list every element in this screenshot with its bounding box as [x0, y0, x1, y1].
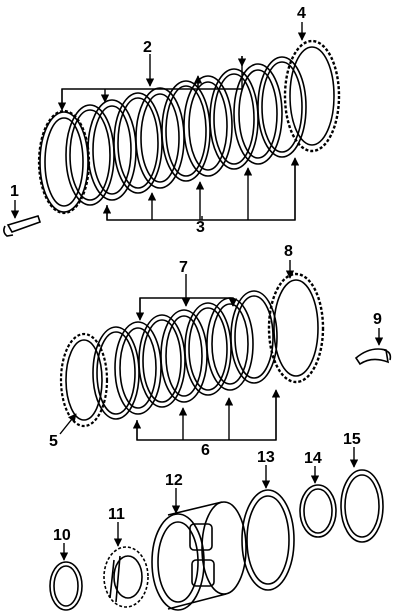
lower-pack-plate-inner — [96, 331, 136, 415]
lower-pack-disc-inner — [65, 339, 103, 421]
lower-pack-disc — [114, 321, 162, 415]
callout-14: 14 — [304, 450, 322, 467]
upper-pack-plate-inner — [117, 97, 159, 189]
part-15-ring: 15 — [340, 431, 384, 543]
upper-pack-disc — [39, 111, 89, 213]
callout-8: 8 — [284, 243, 293, 260]
part-1-clip — [3, 215, 42, 237]
callout-5: 5 — [49, 433, 58, 450]
callout-1: 1 — [10, 183, 19, 200]
callout-15: 15 — [343, 431, 361, 448]
part-13-ring: 13 — [241, 449, 295, 591]
upper-clutch-pack: 2 3 4 1 — [10, 5, 341, 236]
lower-clutch-pack: 7 6 8 5 9 — [49, 243, 384, 459]
upper-pack-disc — [87, 99, 137, 201]
upper-pack-disc-inner — [140, 93, 180, 183]
callout-2: 2 — [143, 39, 152, 56]
upper-pack-plate-inner — [213, 73, 255, 165]
callout-10: 10 — [53, 527, 71, 544]
upper-pack-first-disc-outer — [37, 109, 91, 215]
callout-3: 3 — [196, 219, 205, 236]
upper-pack-plate — [161, 80, 211, 182]
upper-pack-disc-inner — [44, 117, 84, 207]
lower-pack-disc-inner — [211, 303, 249, 385]
upper-pack-plate — [257, 56, 307, 158]
lower-pack-plate — [230, 290, 278, 384]
callout-7: 7 — [179, 259, 188, 276]
part-10-snap-ring: 10 — [49, 527, 83, 611]
callout-9: 9 — [373, 311, 382, 328]
part-14-ring: 14 — [299, 450, 337, 538]
lower-pack-disc — [206, 297, 254, 391]
callout-6: 6 — [201, 442, 210, 459]
upper-pack-plate — [65, 104, 115, 206]
lower-pack-disc — [59, 332, 109, 428]
callout-13: 13 — [257, 449, 275, 466]
upper-pack-disc — [135, 87, 185, 189]
callout-4: 4 — [297, 5, 306, 22]
upper-pack-plate-inner — [69, 109, 111, 201]
lower-pack-end-plate — [267, 272, 325, 384]
lower-pack-disc-inner — [119, 327, 157, 409]
lower-pack-disc-inner — [165, 315, 203, 397]
upper-pack-disc-inner — [92, 105, 132, 195]
part-9-clip — [354, 348, 392, 366]
part-11-hub: 11 — [103, 506, 149, 608]
lower-pack-plate-inner — [188, 307, 228, 391]
upper-pack-disc — [233, 63, 283, 165]
upper-pack-disc — [183, 75, 233, 177]
lower-pack-disc — [160, 309, 208, 403]
callout-11: 11 — [108, 506, 125, 523]
part-12-drum: 12 — [151, 472, 247, 611]
upper-pack-disc-inner — [188, 81, 228, 171]
lower-pack-plate-inner — [234, 295, 274, 379]
upper-pack-plate — [113, 92, 163, 194]
lower-pack-end-plate-inner — [273, 279, 319, 377]
upper-pack-end-plate-inner — [289, 46, 335, 146]
upper-pack-plate-inner — [261, 61, 303, 153]
upper-pack-plate-inner — [165, 85, 207, 177]
upper-pack-end-plate — [283, 39, 341, 153]
upper-pack-disc-inner — [238, 69, 278, 159]
lower-pack-plate-inner — [142, 319, 182, 403]
callout-12: 12 — [165, 472, 183, 489]
